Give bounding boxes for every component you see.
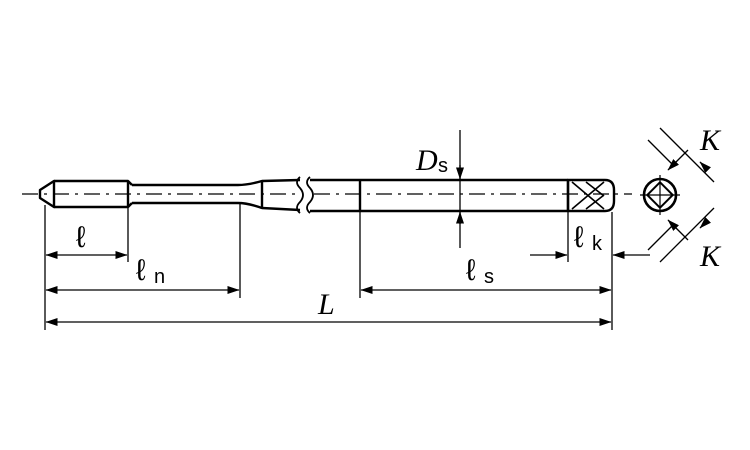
label-thread-length: ℓ <box>76 221 86 254</box>
label-neck-length: ℓ <box>136 254 146 287</box>
k-dimension-lines <box>647 127 715 263</box>
tap-body <box>38 176 616 214</box>
shank-section <box>310 178 568 213</box>
label-square-length: ℓ <box>574 221 584 254</box>
label-square-sub: k <box>592 233 603 255</box>
extension-lines <box>44 130 613 330</box>
labels: ℓ ℓ n L ℓ s D s ℓ k K K <box>76 124 722 321</box>
break-mark-right <box>306 176 314 214</box>
label-overall-length: L <box>317 288 335 321</box>
label-shank-sub: s <box>484 266 494 288</box>
end-view-square <box>645 180 675 210</box>
label-neck-sub: n <box>154 266 165 288</box>
tap-tip <box>38 179 56 209</box>
label-shank-diameter: D <box>415 144 438 177</box>
label-square-size-bottom: K <box>699 240 722 273</box>
label-shank-length: ℓ <box>466 254 476 287</box>
label-square-size-top: K <box>699 124 722 157</box>
dimension-lines <box>45 165 650 326</box>
label-shank-diameter-sub: s <box>438 155 448 177</box>
end-view <box>640 175 680 215</box>
neck-section <box>132 178 301 212</box>
break-mark-left <box>296 176 304 214</box>
square-drive <box>566 178 616 213</box>
